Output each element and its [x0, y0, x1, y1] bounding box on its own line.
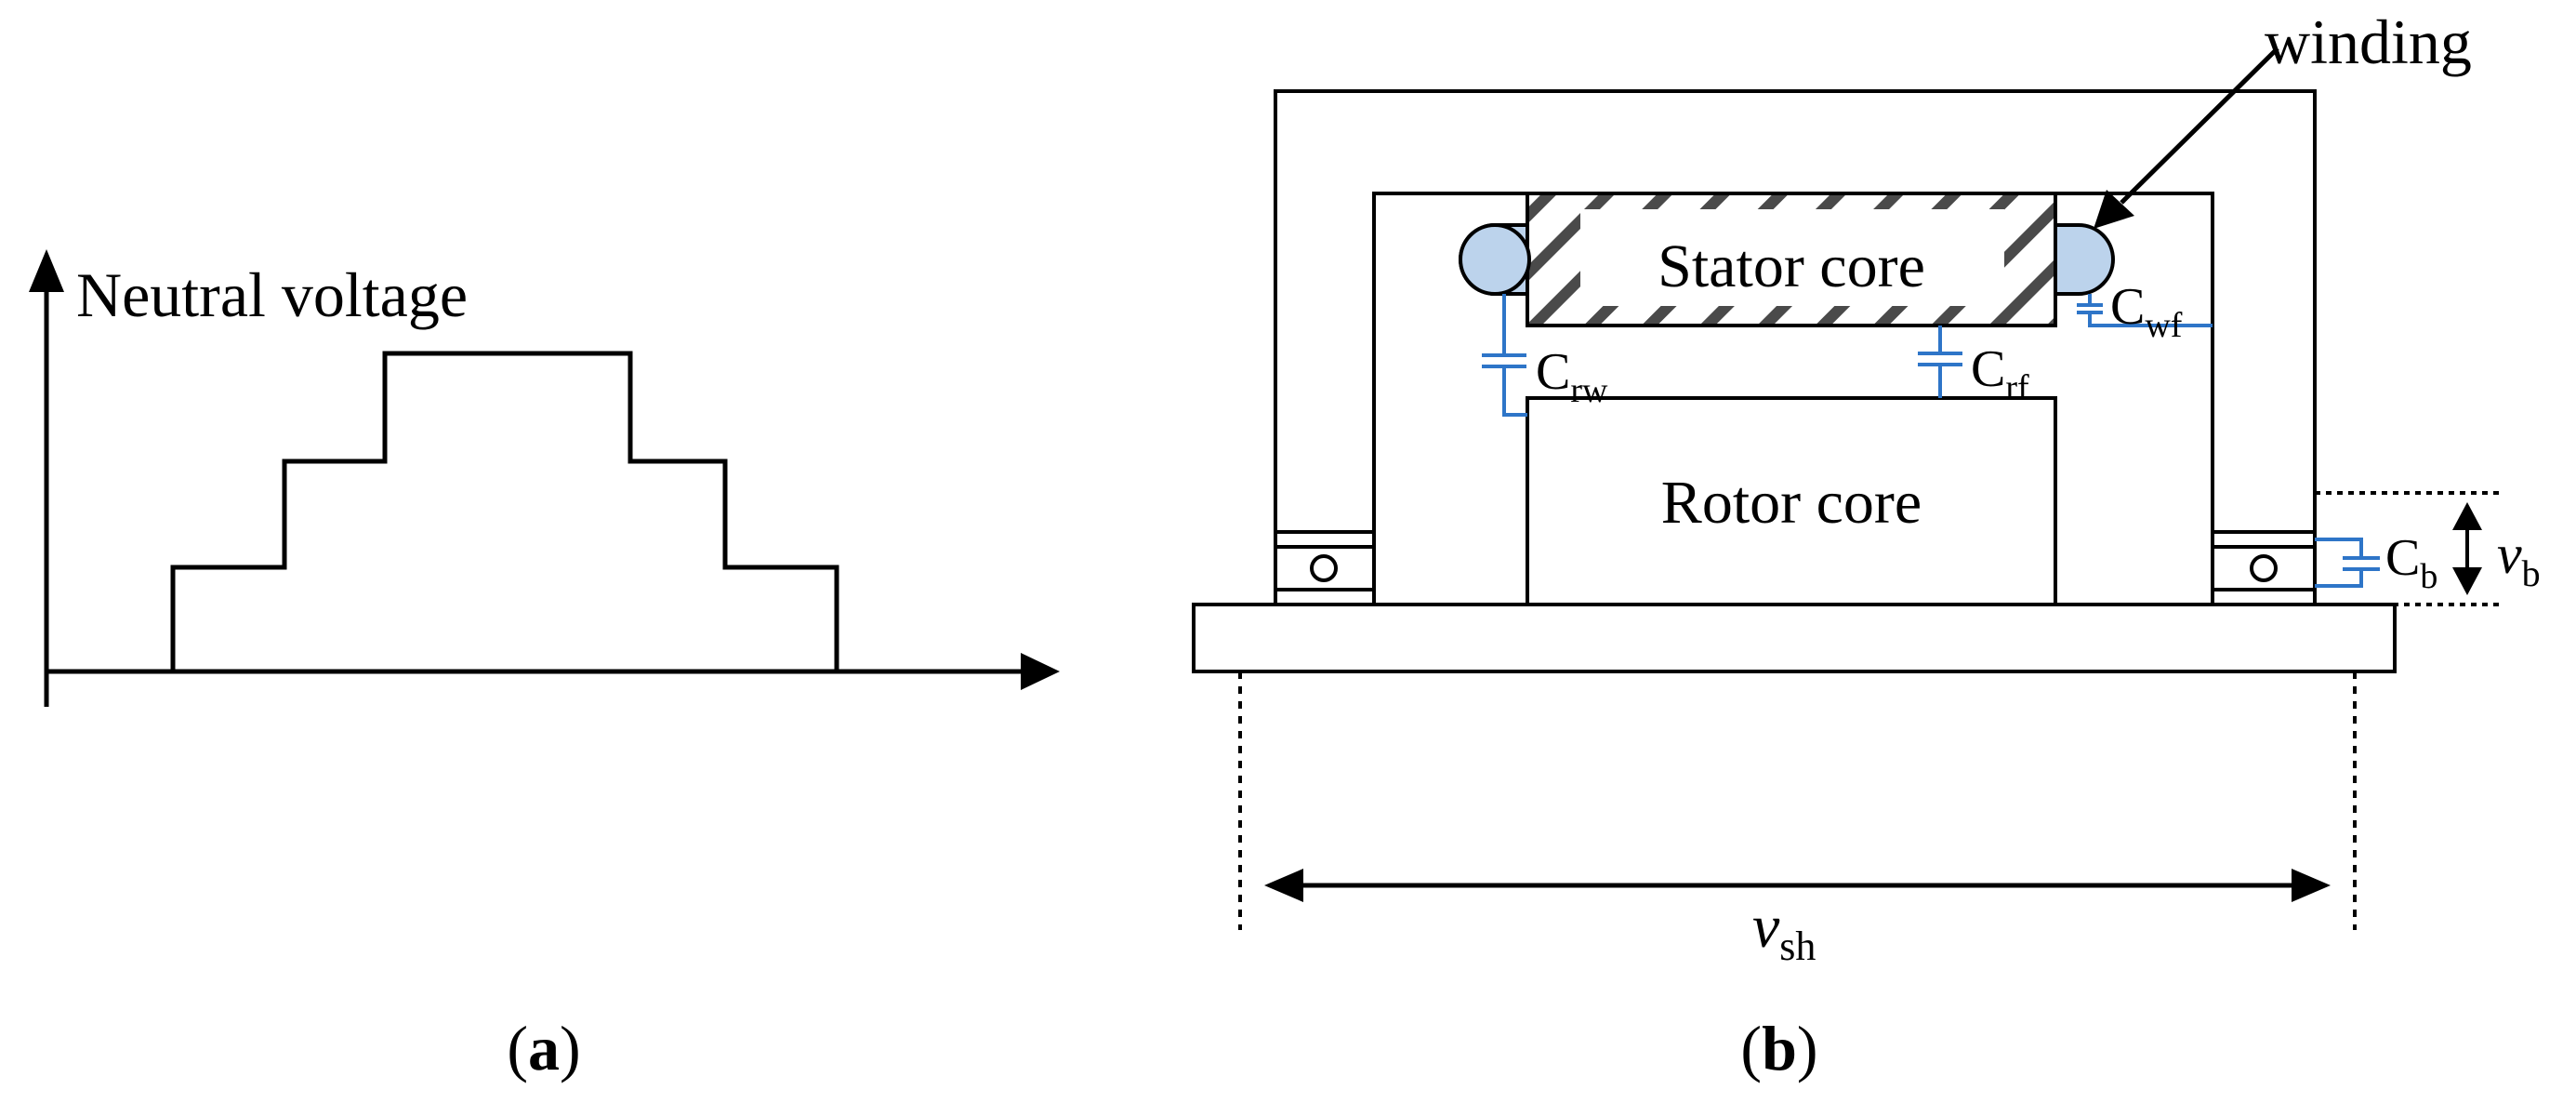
stator-core-label-bg — [1580, 209, 2004, 306]
winding-label: winding — [2265, 7, 2472, 77]
winding-right — [2054, 223, 2115, 296]
stator-core-label: Stator core — [1658, 233, 1925, 300]
caption-b-letter: b — [1762, 1013, 1797, 1083]
vsh-dimension — [1238, 671, 2357, 930]
bearing-right — [2211, 530, 2317, 606]
y-axis-arrowhead — [29, 249, 64, 292]
vsh-arrow-right — [2292, 869, 2331, 902]
caption-a-letter: a — [528, 1013, 560, 1083]
capacitor-crf-label: Crf — [1971, 340, 2029, 407]
winding-arrowhead — [2094, 190, 2134, 229]
neutral-voltage-label: Neutral voltage — [76, 259, 468, 330]
caption-a: (a) — [507, 1013, 580, 1083]
vb-arrow-up — [2452, 502, 2482, 530]
panel-a: Neutral voltage (a) — [29, 249, 1060, 1083]
vb-dimension — [2315, 491, 2499, 606]
neutral-voltage-staircase — [170, 351, 839, 671]
caption-b: (b) — [1740, 1013, 1817, 1083]
capacitor-cb — [2315, 538, 2380, 588]
capacitor-cwf — [2077, 294, 2213, 327]
capacitor-cwf-label: Cwf — [2110, 278, 2183, 345]
capacitor-crf — [1918, 326, 1962, 398]
vb-arrow-down — [2452, 567, 2482, 595]
winding-left — [1459, 223, 1531, 296]
motor-outer-frame — [1274, 89, 2317, 605]
base-plate — [1192, 603, 2397, 673]
vb-label: vb — [2497, 524, 2541, 594]
y-axis — [29, 249, 64, 707]
capacitor-cb-label: Cb — [2385, 529, 2437, 596]
winding-callout-arrow — [2094, 47, 2279, 229]
vsh-label: vsh — [1752, 893, 1816, 969]
panel-b: Stator core Rotor core Crw — [1192, 7, 2541, 1083]
bearing-left — [1274, 530, 1376, 606]
rotor-core-label: Rotor core — [1661, 469, 1922, 537]
rotor-core — [1526, 396, 2057, 606]
vsh-arrow-left — [1264, 869, 1303, 902]
capacitor-crw — [1482, 294, 1527, 417]
x-axis-arrowhead — [1021, 653, 1060, 690]
x-axis — [46, 653, 1060, 690]
capacitor-crw-label: Crw — [1536, 343, 1608, 410]
